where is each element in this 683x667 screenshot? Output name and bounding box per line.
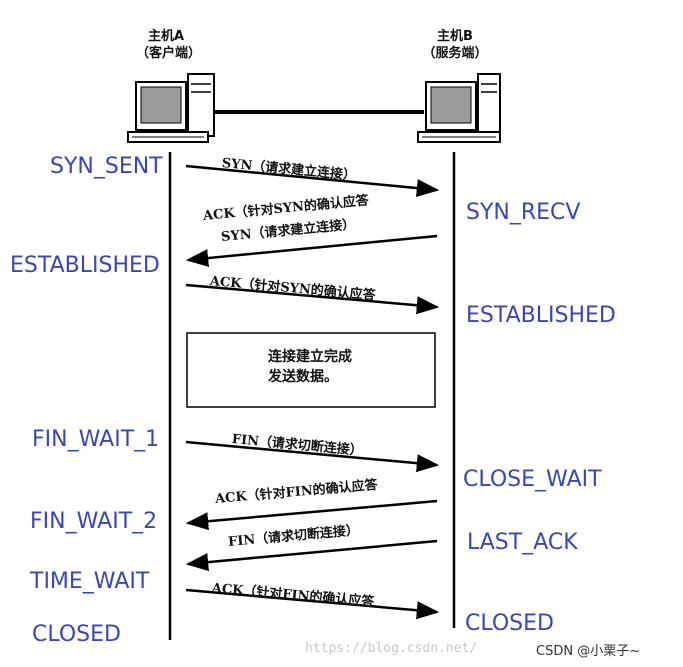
host-a-computer-icon (127, 73, 215, 143)
arrow-ack-fin-2 (185, 588, 440, 620)
note-line-1: 连接建立完成 (268, 349, 352, 365)
client-state-established: ESTABLISHED (10, 253, 160, 278)
host-a-label: 主机A （客户端） (136, 28, 202, 62)
arrow-ack-1 (185, 283, 440, 315)
host-b-label: 主机B （服务端） (420, 28, 490, 62)
note-line-2: 发送数据。 (268, 369, 338, 385)
arrow-syn-ack (185, 234, 438, 268)
csdn-credit: CSDN @小栗子~ (536, 644, 641, 659)
server-state-syn-recv: SYN_RECV (466, 200, 581, 225)
client-state-fin-wait-1: FIN_WAIT_1 (32, 427, 160, 452)
client-state-closed: CLOSED (32, 622, 121, 647)
arrow-ack-fin-1 (185, 499, 438, 531)
arrow-fin-2 (185, 539, 438, 572)
client-state-syn-sent: SYN_SENT (50, 154, 163, 179)
client-state-time-wait: TIME_WAIT (30, 569, 150, 594)
host-a-role: （客户端） (136, 46, 202, 61)
server-state-closed: CLOSED (465, 611, 554, 636)
server-state-close-wait: CLOSE_WAIT (463, 467, 602, 492)
host-b-name: 主机B (437, 29, 473, 44)
watermark-url: https://blog.csdn.net/ (305, 641, 478, 656)
host-b-role: （服务端） (422, 46, 488, 61)
server-state-last-ack: LAST_ACK (467, 530, 578, 555)
host-a-name: 主机A (147, 29, 185, 44)
host-b-computer-icon (417, 73, 501, 143)
data-transfer-note: 连接建立完成 发送数据。 (268, 347, 352, 387)
arrow-fin-1 (185, 440, 440, 473)
client-state-fin-wait-2: FIN_WAIT_2 (30, 509, 158, 534)
data-transfer-box (186, 332, 436, 408)
server-state-established: ESTABLISHED (466, 303, 616, 328)
arrow-syn-1 (185, 164, 440, 198)
